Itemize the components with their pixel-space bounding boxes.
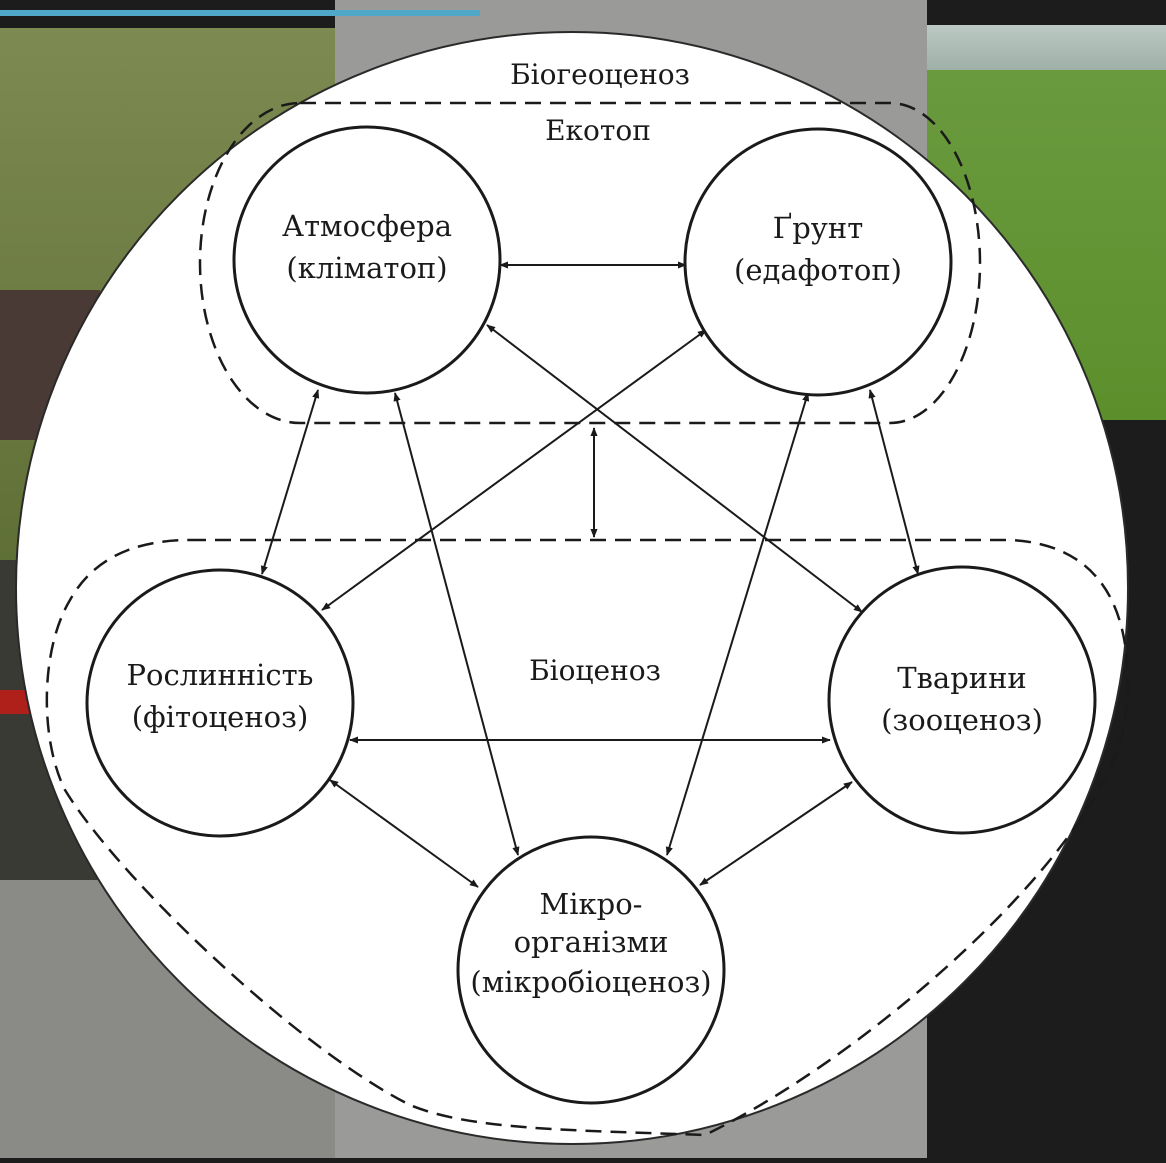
biocenosis-label: Біоценоз [529, 654, 661, 687]
node-plants-subtitle: (фітоценоз) [132, 700, 309, 734]
biocenosis-boundary [45, 538, 1129, 1137]
node-plants-title: Рослинність [127, 658, 314, 692]
arrow-soil-animals [868, 389, 920, 575]
node-soil: Ґрунт (едафотоп) [683, 127, 953, 397]
arrow-soil-microbes [665, 392, 810, 856]
node-plants: Рослинність (фітоценоз) [85, 568, 355, 838]
arrow-animals-microbes [699, 781, 853, 886]
node-atmosphere: Атмосфера (кліматоп) [232, 125, 502, 395]
node-microbes-line1: Мікро- [540, 887, 643, 921]
node-soil-title: Ґрунт [773, 211, 863, 245]
node-soil-subtitle: (едафотоп) [734, 253, 902, 287]
node-animals-title: Тварини [897, 661, 1027, 695]
node-microbes-line3: (мікробіоценоз) [470, 965, 711, 999]
arrow-atmosphere-microbes [393, 392, 520, 856]
node-animals-subtitle: (зооценоз) [881, 703, 1043, 737]
node-microbes: Мікро- організми (мікробіоценоз) [456, 835, 726, 1105]
biogeocenosis-label: Біогеоценоз [510, 58, 690, 91]
node-microbes-line2: організми [514, 925, 669, 959]
node-atmosphere-subtitle: (кліматоп) [286, 251, 447, 285]
field-sky [927, 25, 1166, 70]
node-atmosphere-title: Атмосфера [282, 209, 452, 243]
arrow-plants-microbes [329, 779, 479, 888]
ecotop-label: Екотоп [545, 114, 651, 147]
top-accent-bar [0, 10, 480, 16]
arrow-atmosphere-plants [260, 389, 320, 575]
relations-arrows [260, 261, 920, 888]
node-animals: Тварини (зооценоз) [827, 565, 1097, 835]
